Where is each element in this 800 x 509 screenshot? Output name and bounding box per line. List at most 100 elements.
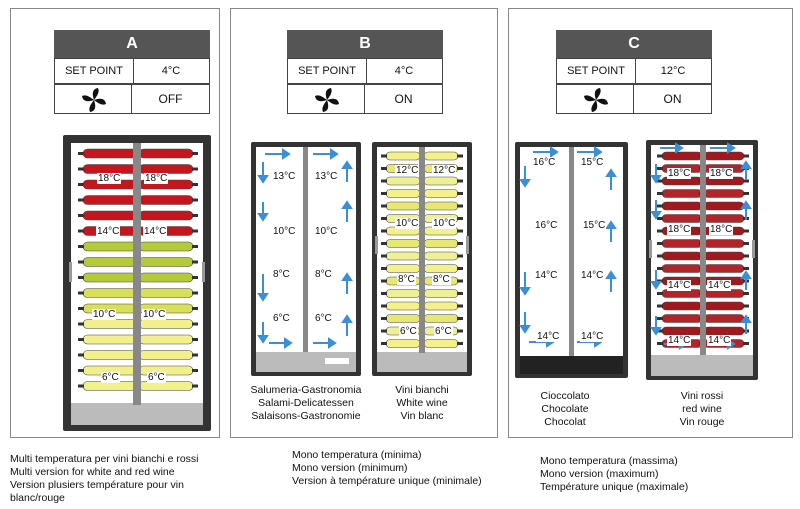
temp-label: 6°C bbox=[434, 326, 453, 337]
cabinet-base bbox=[256, 352, 356, 372]
temp-label: 13°C bbox=[314, 171, 339, 182]
bottle bbox=[385, 189, 421, 198]
temp-label: 6°C bbox=[399, 326, 418, 337]
temp-label: 8°C bbox=[432, 274, 451, 285]
bottle bbox=[385, 151, 421, 161]
bottle bbox=[661, 264, 703, 273]
bottle bbox=[661, 251, 703, 261]
temp-label: 10°C bbox=[92, 309, 117, 320]
temp-label: 8°C bbox=[397, 274, 416, 285]
temp-label: 10°C bbox=[314, 226, 339, 237]
temp-label: 14°C bbox=[536, 331, 561, 342]
bottles-b bbox=[375, 147, 469, 353]
bottle bbox=[138, 319, 194, 329]
bottles-a bbox=[69, 143, 205, 405]
bottle bbox=[423, 201, 459, 211]
setpoint-value: 12°C bbox=[660, 65, 686, 77]
bottle bbox=[138, 350, 194, 360]
bottle bbox=[703, 151, 745, 161]
bottle bbox=[423, 189, 459, 198]
bottle bbox=[82, 334, 138, 345]
temp-label: 8°C bbox=[272, 269, 291, 280]
bottle bbox=[385, 289, 421, 298]
temp-label: 13°C bbox=[272, 171, 297, 182]
temp-label: 14°C bbox=[580, 270, 605, 281]
bottle bbox=[703, 251, 745, 261]
temp-label: 18°C bbox=[97, 173, 122, 184]
bottle bbox=[661, 301, 703, 311]
temp-label: 6°C bbox=[101, 372, 120, 383]
cabinet-c-chocolate bbox=[515, 142, 628, 378]
temp-label: 10°C bbox=[272, 226, 297, 237]
bottle bbox=[82, 210, 138, 221]
panel-c-fan-cell bbox=[556, 84, 634, 114]
caption-deli: Salumeria-Gastronomia Salami-Delicatesse… bbox=[250, 384, 362, 422]
panel-a-fan-cell bbox=[54, 84, 132, 114]
temp-label: 18°C bbox=[144, 173, 169, 184]
bottle bbox=[82, 148, 138, 159]
bottles-c bbox=[649, 142, 755, 355]
bottle bbox=[385, 201, 421, 211]
bottle bbox=[661, 151, 703, 161]
bottle bbox=[661, 314, 703, 323]
bottle bbox=[703, 239, 745, 248]
fan-icon bbox=[315, 88, 339, 112]
bottle bbox=[385, 339, 421, 348]
bottle bbox=[82, 195, 138, 205]
setpoint-label: SET POINT bbox=[55, 59, 134, 83]
bottle bbox=[138, 272, 194, 283]
temp-label: 14°C bbox=[707, 280, 732, 291]
bottle bbox=[661, 189, 703, 198]
temp-label: 14°C bbox=[707, 335, 732, 346]
cabinet-b-deli bbox=[251, 142, 361, 376]
bottle bbox=[423, 301, 459, 311]
temp-label: 15°C bbox=[582, 220, 607, 231]
bottle bbox=[703, 301, 745, 311]
temp-label: 18°C bbox=[709, 168, 734, 179]
temp-label: 10°C bbox=[395, 218, 420, 229]
airflow-arrows bbox=[519, 146, 617, 348]
bottle bbox=[82, 272, 138, 283]
setpoint-label: SET POINT bbox=[557, 59, 636, 83]
bottle bbox=[703, 189, 745, 198]
temp-label: 14°C bbox=[667, 335, 692, 346]
notes-b: Mono temperatura (minima) Mono version (… bbox=[292, 449, 482, 487]
bottle bbox=[385, 176, 421, 186]
setpoint-label: SET POINT bbox=[288, 59, 367, 83]
notes-a: Multi temperatura per vini bianchi e ros… bbox=[10, 453, 199, 504]
bottle bbox=[423, 151, 459, 161]
temp-label: 6°C bbox=[147, 372, 166, 383]
temp-label: 12°C bbox=[432, 165, 457, 176]
temp-label: 6°C bbox=[314, 313, 333, 324]
temp-label: 15°C bbox=[580, 157, 605, 168]
cabinet-base bbox=[377, 352, 467, 372]
bottle bbox=[385, 251, 421, 261]
bottle bbox=[138, 257, 194, 267]
bottle bbox=[703, 314, 745, 323]
airflow-arrows bbox=[257, 148, 353, 364]
bottle bbox=[138, 210, 194, 221]
panel-c-header: C bbox=[556, 30, 712, 58]
cabinet-c-red-wine bbox=[646, 140, 758, 380]
bottle bbox=[703, 264, 745, 273]
fan-icon bbox=[584, 88, 608, 112]
bottle bbox=[423, 176, 459, 186]
bottle bbox=[138, 288, 194, 298]
setpoint-value: 4°C bbox=[394, 65, 414, 77]
bottle bbox=[423, 239, 459, 248]
temp-label: 14°C bbox=[667, 280, 692, 291]
temp-label: 10°C bbox=[432, 218, 457, 229]
fan-state: OFF bbox=[131, 84, 210, 114]
cabinet-base bbox=[71, 403, 203, 425]
bottle bbox=[385, 301, 421, 311]
fan-state: ON bbox=[364, 84, 443, 114]
cabinet-b-white-wine bbox=[372, 142, 472, 376]
fan-state: ON bbox=[633, 84, 712, 114]
panel-b-fan-cell bbox=[287, 84, 365, 114]
panel-b-setpoint-row: SET POINT 4°C bbox=[287, 58, 443, 84]
temp-label: 16°C bbox=[532, 157, 557, 168]
bottle bbox=[385, 314, 421, 323]
bottle bbox=[423, 251, 459, 261]
temp-label: 16°C bbox=[534, 220, 559, 231]
cabinet-base bbox=[520, 356, 623, 374]
